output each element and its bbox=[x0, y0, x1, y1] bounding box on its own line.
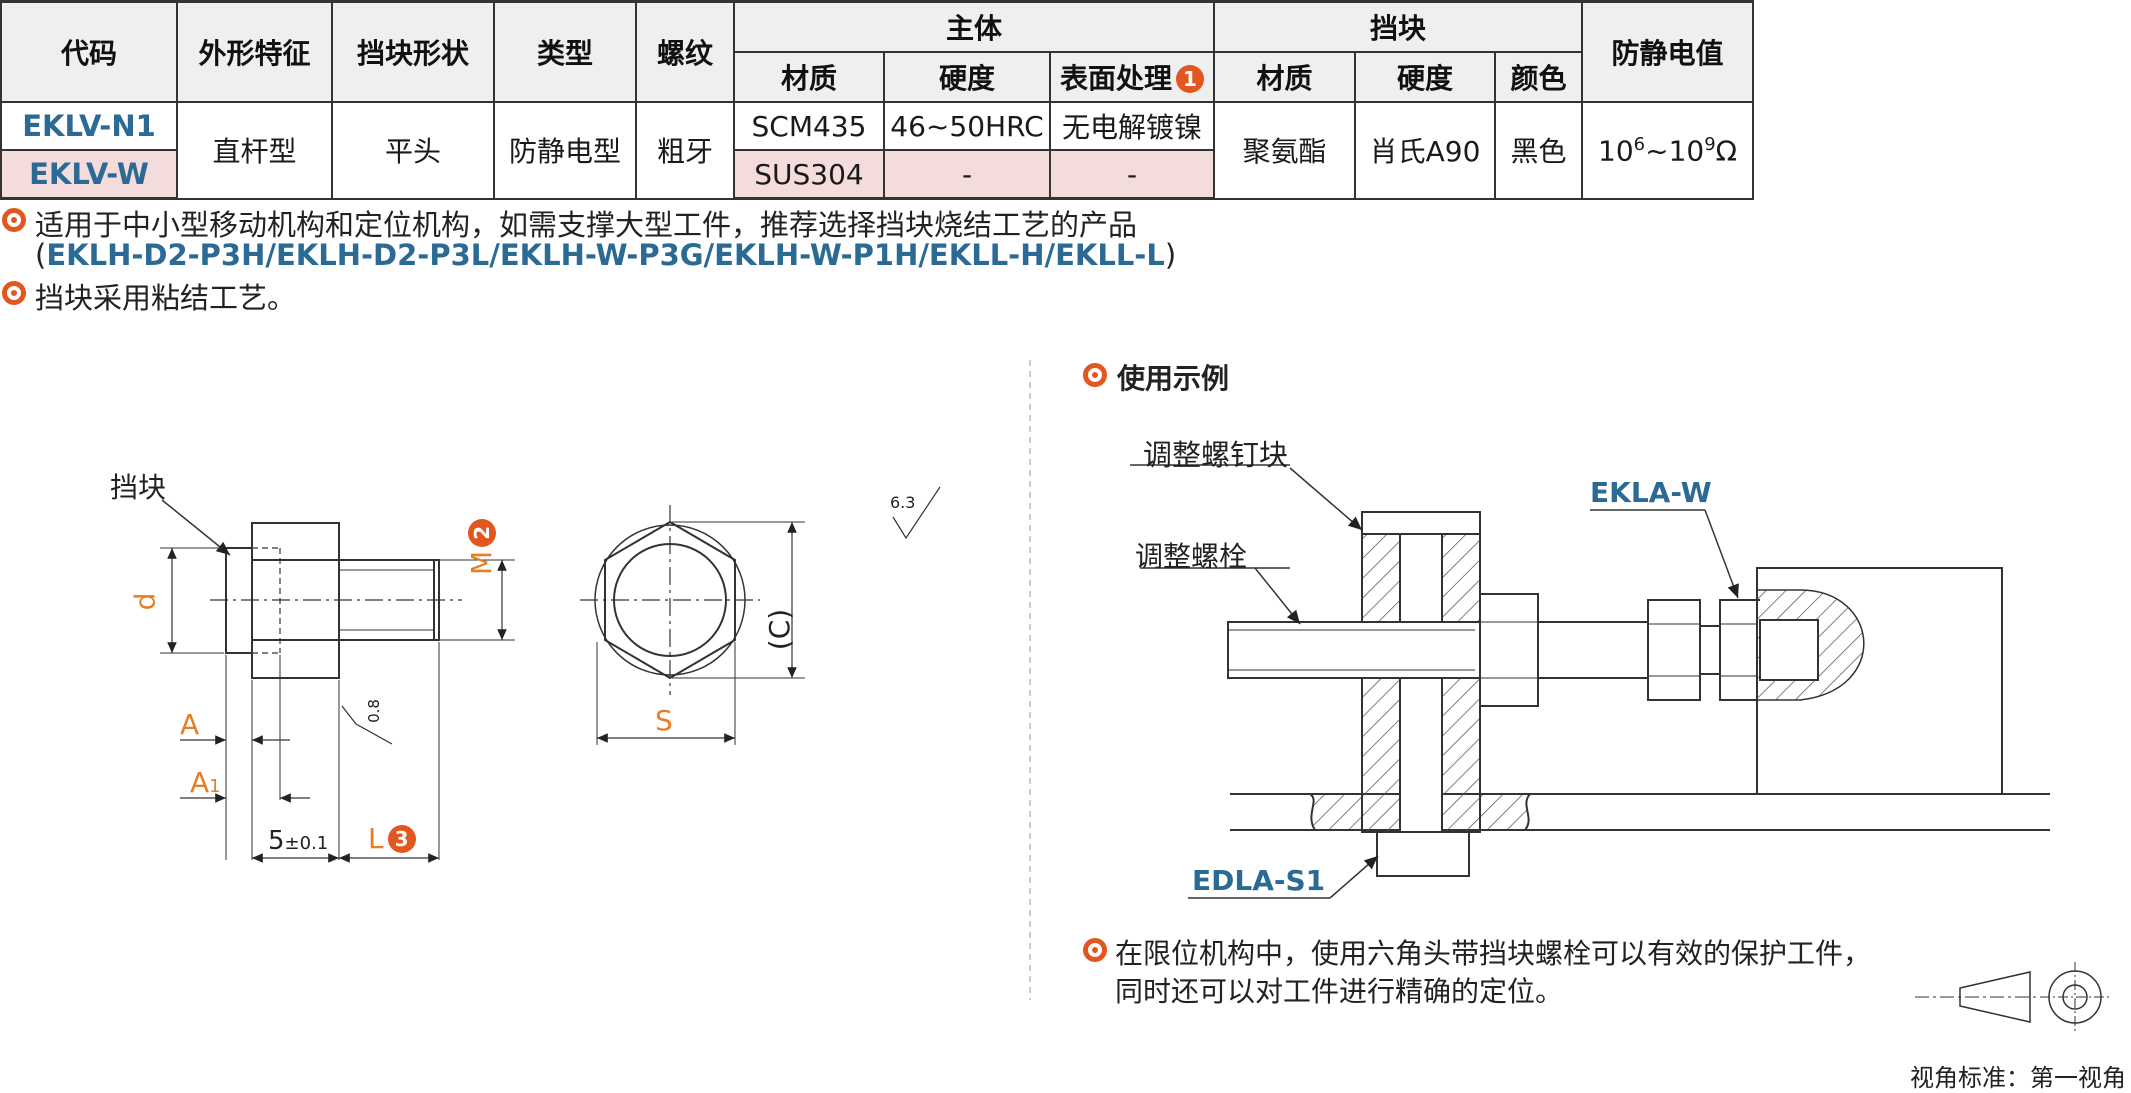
dim-M: M bbox=[465, 550, 498, 575]
cell-hardness-w: - bbox=[883, 149, 1051, 200]
esd-exp-1: 6 bbox=[1633, 133, 1646, 155]
header-block-hardness: 硬度 bbox=[1354, 51, 1497, 103]
header-block-material: 材质 bbox=[1213, 51, 1357, 103]
label-ekla-w: EKLA-W bbox=[1590, 476, 1712, 509]
note-1-badge: 1 bbox=[1176, 65, 1205, 93]
usage-desc-bullet-icon bbox=[1083, 938, 1107, 962]
usage-desc-line-2: 同时还可以对工件进行精确的定位。 bbox=[1115, 975, 1564, 1008]
header-body: 主体 bbox=[732, 0, 1216, 53]
dim-d: d bbox=[128, 592, 162, 611]
cell-hardness-n1: 46~50HRC bbox=[883, 101, 1051, 151]
dim-A1-sub: 1 bbox=[209, 776, 221, 797]
dim-C: (C) bbox=[763, 608, 797, 651]
first-angle-projection-icon bbox=[1915, 962, 2110, 1032]
dim-M-group: M2 bbox=[465, 518, 498, 575]
models-open: ( bbox=[35, 238, 47, 272]
cell-material-w: SUS304 bbox=[733, 149, 885, 200]
header-code: 代码 bbox=[0, 0, 178, 103]
edla-s1-part bbox=[1376, 831, 1470, 877]
models-close: ) bbox=[1164, 238, 1177, 272]
label-edla-s1: EDLA-S1 bbox=[1192, 864, 1326, 897]
esd-base: 10 bbox=[1598, 133, 1634, 167]
header-block-color: 颜色 bbox=[1494, 51, 1584, 103]
cell-block-hardness: 肖氏A90 bbox=[1354, 101, 1497, 200]
header-type: 类型 bbox=[493, 0, 637, 103]
note-2: 挡块采用粘结工艺。 bbox=[35, 281, 297, 315]
cell-code-w: EKLV-W bbox=[0, 149, 178, 200]
projection-label: 视角标准：第一视角 bbox=[1910, 1064, 2126, 1092]
roughness-0-8: 0.8 bbox=[364, 699, 383, 723]
dim-A1-main: A bbox=[190, 766, 210, 799]
header-thread: 螺纹 bbox=[635, 0, 735, 103]
cell-material-n1: SCM435 bbox=[733, 101, 885, 151]
dim-L-label: L bbox=[368, 822, 384, 855]
roughness-6-3: 6.3 bbox=[890, 493, 916, 512]
cell-block-color: 黑色 bbox=[1494, 101, 1584, 200]
header-block-shape: 挡块形状 bbox=[331, 0, 495, 103]
label-adjusting-bolt: 调整螺栓 bbox=[1135, 540, 1248, 573]
usage-desc-line-1: 在限位机构中，使用六角头带挡块螺栓可以有效的保护工件， bbox=[1115, 937, 1872, 970]
note-1: 适用于中小型移动机构和定位机构，如需支撑大型工件，推荐选择挡块烧结工艺的产品 bbox=[35, 208, 1138, 242]
header-shape: 外形特征 bbox=[176, 0, 333, 103]
dim-5-value: 5 bbox=[268, 826, 285, 856]
header-body-material: 材质 bbox=[733, 51, 885, 103]
adjusting-bolt bbox=[1227, 621, 1483, 679]
note-3-badge: 3 bbox=[387, 825, 416, 853]
cell-esd: 106~109Ω bbox=[1581, 101, 1755, 200]
cell-type: 防静电型 bbox=[493, 101, 637, 200]
dim-5: 5±0.1 bbox=[268, 826, 328, 856]
cell-surface-w: - bbox=[1048, 149, 1216, 200]
cell-block-material: 聚氨酯 bbox=[1213, 101, 1357, 200]
usage-bullet-icon bbox=[1083, 363, 1107, 387]
header-esd: 防静电值 bbox=[1581, 0, 1755, 103]
end-view bbox=[580, 486, 941, 745]
dim-A: A bbox=[180, 708, 200, 741]
cell-surface-n1: 无电解镀镍 bbox=[1048, 101, 1216, 151]
cell-shape: 直杆型 bbox=[176, 101, 333, 200]
header-block: 挡块 bbox=[1213, 0, 1584, 53]
cell-block-shape: 平头 bbox=[331, 101, 495, 200]
header-body-surface-label: 表面处理 bbox=[1060, 62, 1173, 95]
esd-exp-2: 9 bbox=[1704, 133, 1716, 155]
esd-tilde: ~10 bbox=[1645, 133, 1705, 167]
cell-code-n1: EKLV-N1 bbox=[0, 101, 178, 151]
models-list: EKLH-D2-P3H/EKLH-D2-P3L/EKLH-W-P3G/EKLH-… bbox=[46, 238, 1165, 272]
cell-thread: 粗牙 bbox=[635, 101, 735, 200]
usage-example bbox=[1130, 464, 2050, 899]
label-screw-block: 调整螺钉块 bbox=[1143, 438, 1289, 472]
usage-title: 使用示例 bbox=[1117, 362, 1230, 395]
note-bullet-icon bbox=[2, 208, 26, 232]
dim-A1: A1 bbox=[190, 766, 221, 799]
label-block: 挡块 bbox=[110, 471, 167, 504]
note-bullet-icon bbox=[2, 281, 26, 305]
note-2-badge: 2 bbox=[468, 518, 496, 547]
compatible-models: (EKLH-D2-P3H/EKLH-D2-P3L/EKLH-W-P3G/EKLH… bbox=[35, 238, 1176, 272]
esd-unit: Ω bbox=[1715, 133, 1738, 167]
dim-5-tolerance: ±0.1 bbox=[284, 833, 329, 854]
header-body-hardness: 硬度 bbox=[883, 51, 1051, 103]
dim-S: S bbox=[655, 704, 673, 737]
side-view bbox=[160, 499, 515, 863]
spec-table: 代码 外形特征 挡块形状 类型 螺纹 主体 挡块 防静电值 材质 硬度 表面处理… bbox=[0, 0, 1755, 200]
